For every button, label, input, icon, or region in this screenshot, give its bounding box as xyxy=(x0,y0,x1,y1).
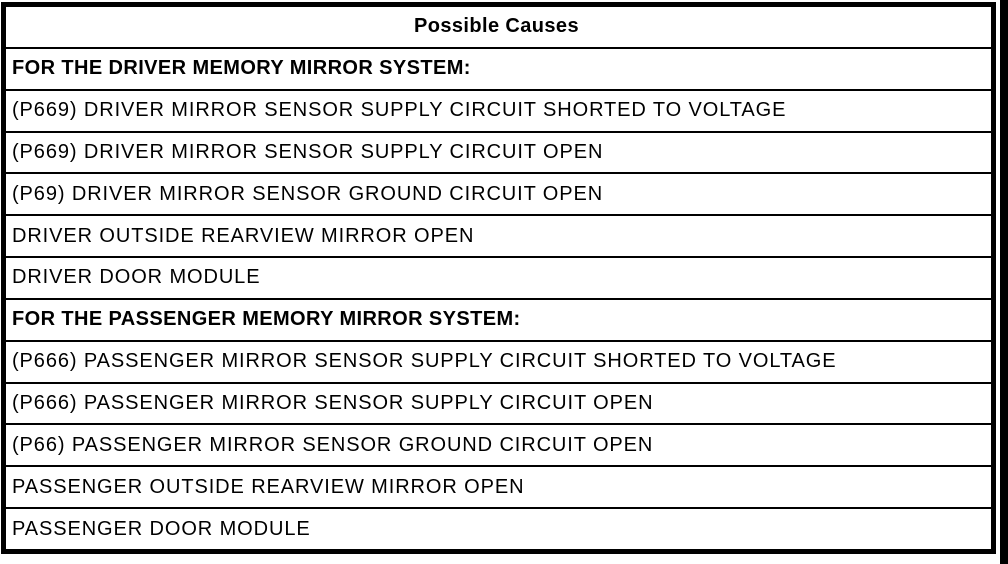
table-row-passenger-section: FOR THE PASSENGER MEMORY MIRROR SYSTEM: xyxy=(6,300,991,342)
table-row: (P666) PASSENGER MIRROR SENSOR SUPPLY CI… xyxy=(6,342,991,384)
possible-causes-table: Possible Causes FOR THE DRIVER MEMORY MI… xyxy=(1,2,996,554)
page-edge-divider xyxy=(1000,0,1008,564)
table-row: (P669) DRIVER MIRROR SENSOR SUPPLY CIRCU… xyxy=(6,91,991,133)
table-row-driver-section: FOR THE DRIVER MEMORY MIRROR SYSTEM: xyxy=(6,49,991,91)
table-row: (P666) PASSENGER MIRROR SENSOR SUPPLY CI… xyxy=(6,384,991,426)
possible-causes-header: Possible Causes xyxy=(6,7,991,49)
table-row: PASSENGER DOOR MODULE xyxy=(12,517,311,540)
table-row: (P69) DRIVER MIRROR SENSOR GROUND CIRCUI… xyxy=(6,174,991,217)
table-row: DRIVER DOOR MODULE xyxy=(6,258,991,300)
table-row: DRIVER OUTSIDE REARVIEW MIRROR OPEN xyxy=(6,216,991,259)
table-row: PASSENGER OUTSIDE REARVIEW MIRROR OPEN xyxy=(6,467,991,510)
table-row: (P669) DRIVER MIRROR SENSOR SUPPLY CIRCU… xyxy=(6,133,991,175)
table-row: (P66) PASSENGER MIRROR SENSOR GROUND CIR… xyxy=(6,425,991,468)
